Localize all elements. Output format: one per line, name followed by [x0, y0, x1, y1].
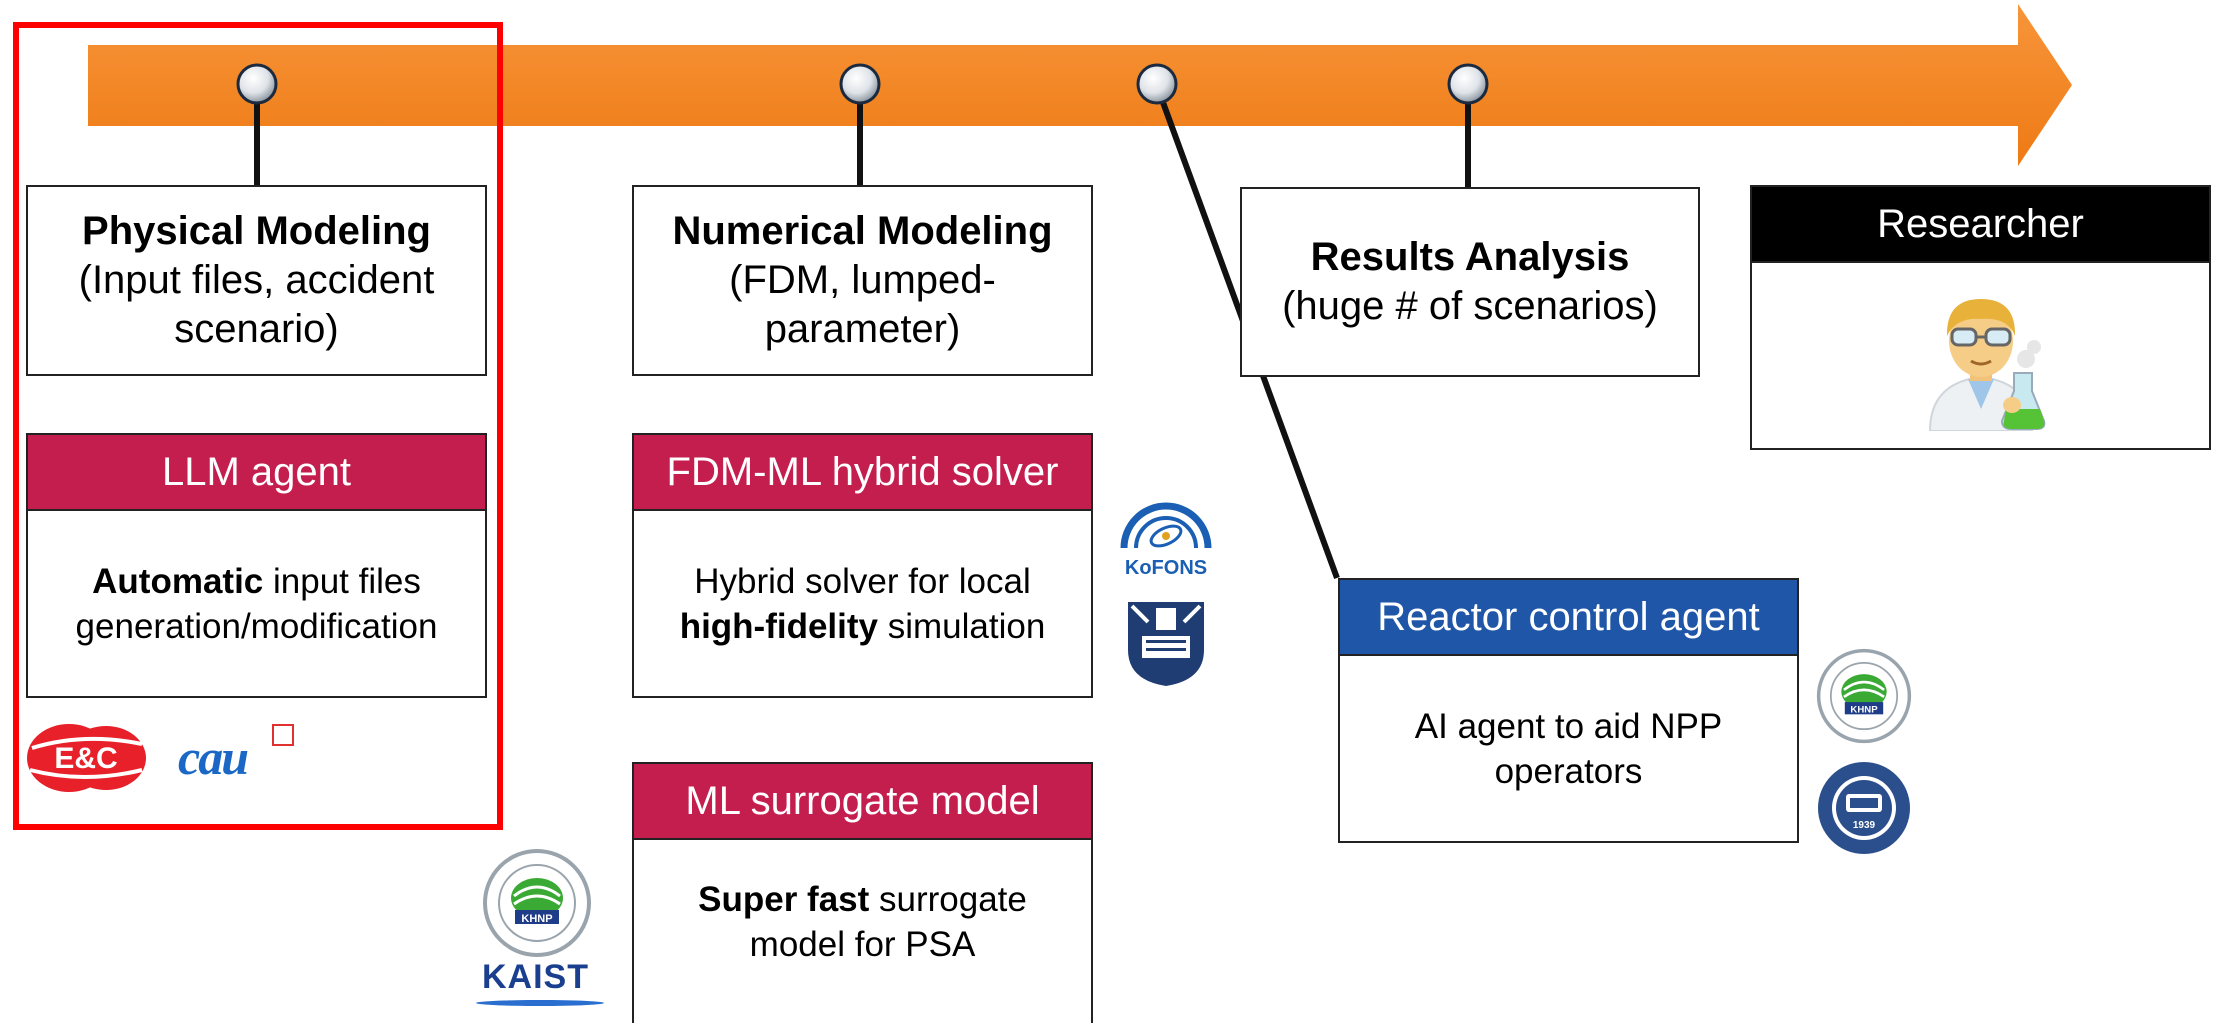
khnp-seal-right-text: KHNP: [1850, 705, 1878, 716]
timeline-pin-physical: [236, 63, 278, 105]
stage-results-sub1: (huge # of scenarios): [1282, 284, 1658, 328]
surrogate-model-rest: surrogate: [869, 879, 1027, 919]
reactor-control-line1: AI agent to aid NPP: [1414, 706, 1723, 746]
reactor-control-body: AI agent to aid NPP operators: [1340, 656, 1797, 841]
stage-numerical-sub1: (FDM, lumped-: [729, 258, 996, 302]
timeline-pin-numerical: [839, 63, 881, 105]
reactor-control-header: Reactor control agent: [1340, 580, 1797, 656]
llm-agent-header: LLM agent: [28, 435, 485, 511]
surrogate-model-body: Super fast surrogate model for PSA: [634, 840, 1091, 1003]
hybrid-solver-line1: Hybrid solver for local: [694, 561, 1031, 601]
stage-results-title: Results Analysis: [1310, 235, 1630, 279]
hybrid-solver-card: FDM-ML hybrid solver Hybrid solver for l…: [632, 433, 1093, 698]
timeline-arrow: [88, 4, 2072, 166]
llm-agent-line2: generation/modification: [75, 606, 438, 646]
khnp-seal-icon: KHNP: [483, 849, 591, 957]
llm-agent-rest: input files: [263, 561, 421, 601]
enc-logo-text: E&C: [54, 742, 117, 775]
hybrid-solver-header: FDM-ML hybrid solver: [634, 435, 1091, 511]
hybrid-solver-rest: simulation: [878, 606, 1046, 646]
reactor-control-card: Reactor control agent AI agent to aid NP…: [1338, 578, 1799, 843]
researcher-header: Researcher: [1752, 187, 2209, 263]
cau-logo: CAU: [178, 724, 298, 788]
timeline-pin-results: [1447, 63, 1489, 105]
stage-physical-modeling: Physical Modeling (Input files, accident…: [26, 185, 487, 376]
kaist-logo: KAIST: [476, 958, 604, 1010]
stage-physical-sub2: scenario): [174, 307, 339, 351]
stage-physical-title: Physical Modeling: [82, 209, 431, 253]
llm-agent-bold: Automatic: [92, 561, 264, 601]
khnp-seal-text: KHNP: [521, 913, 552, 925]
researcher-card: Researcher: [1750, 185, 2211, 450]
surrogate-model-line2: model for PSA: [749, 924, 976, 964]
hybrid-solver-body: Hybrid solver for local high-fidelity si…: [634, 511, 1091, 696]
hanyang-seal-year: 1939: [1853, 820, 1876, 831]
llm-agent-card: LLM agent Automatic input files generati…: [26, 433, 487, 698]
surrogate-model-line1: Super fast surrogate: [698, 877, 1027, 922]
researcher-body: [1752, 263, 2209, 448]
khnp-seal-right-icon: KHNP: [1816, 648, 1912, 744]
scientist-emoji-icon: [1928, 298, 2045, 431]
stage-numerical-modeling: Numerical Modeling (FDM, lumped- paramet…: [632, 185, 1093, 376]
kaist-logo-text: KAIST: [482, 958, 589, 996]
surrogate-model-bold: Super fast: [698, 879, 870, 919]
highlight-frame: [13, 22, 503, 830]
stage-physical-sub1: (Input files, accident: [78, 258, 435, 302]
hybrid-solver-bold: high-fidelity: [679, 606, 878, 646]
surrogate-model-header: ML surrogate model: [634, 764, 1091, 840]
cau-logo-square: [272, 724, 294, 746]
snu-emblem-icon: [1128, 602, 1204, 686]
kofons-logo-text: KoFONS: [1125, 557, 1207, 578]
hybrid-solver-line2: high-fidelity simulation: [680, 604, 1046, 649]
cau-logo-text: CAU: [178, 729, 249, 785]
llm-agent-body: Automatic input files generation/modific…: [28, 511, 485, 696]
stage-numerical-sub2: parameter): [764, 307, 961, 351]
stage-numerical-title: Numerical Modeling: [672, 209, 1053, 253]
stage-results-analysis: Results Analysis (huge # of scenarios): [1240, 187, 1700, 377]
hanyang-seal-icon: 1939: [1818, 762, 1910, 854]
kofons-logo-icon: KoFONS: [1120, 502, 1212, 578]
kaist-logo-swoosh: [476, 1000, 604, 1006]
timeline-pin-reactor: [1136, 63, 1178, 105]
surrogate-model-card: ML surrogate model Super fast surrogate …: [632, 762, 1093, 1023]
enc-logo-icon: E&C: [27, 724, 146, 792]
reactor-control-line2: operators: [1494, 751, 1643, 791]
llm-agent-line1: Automatic input files: [92, 559, 421, 604]
